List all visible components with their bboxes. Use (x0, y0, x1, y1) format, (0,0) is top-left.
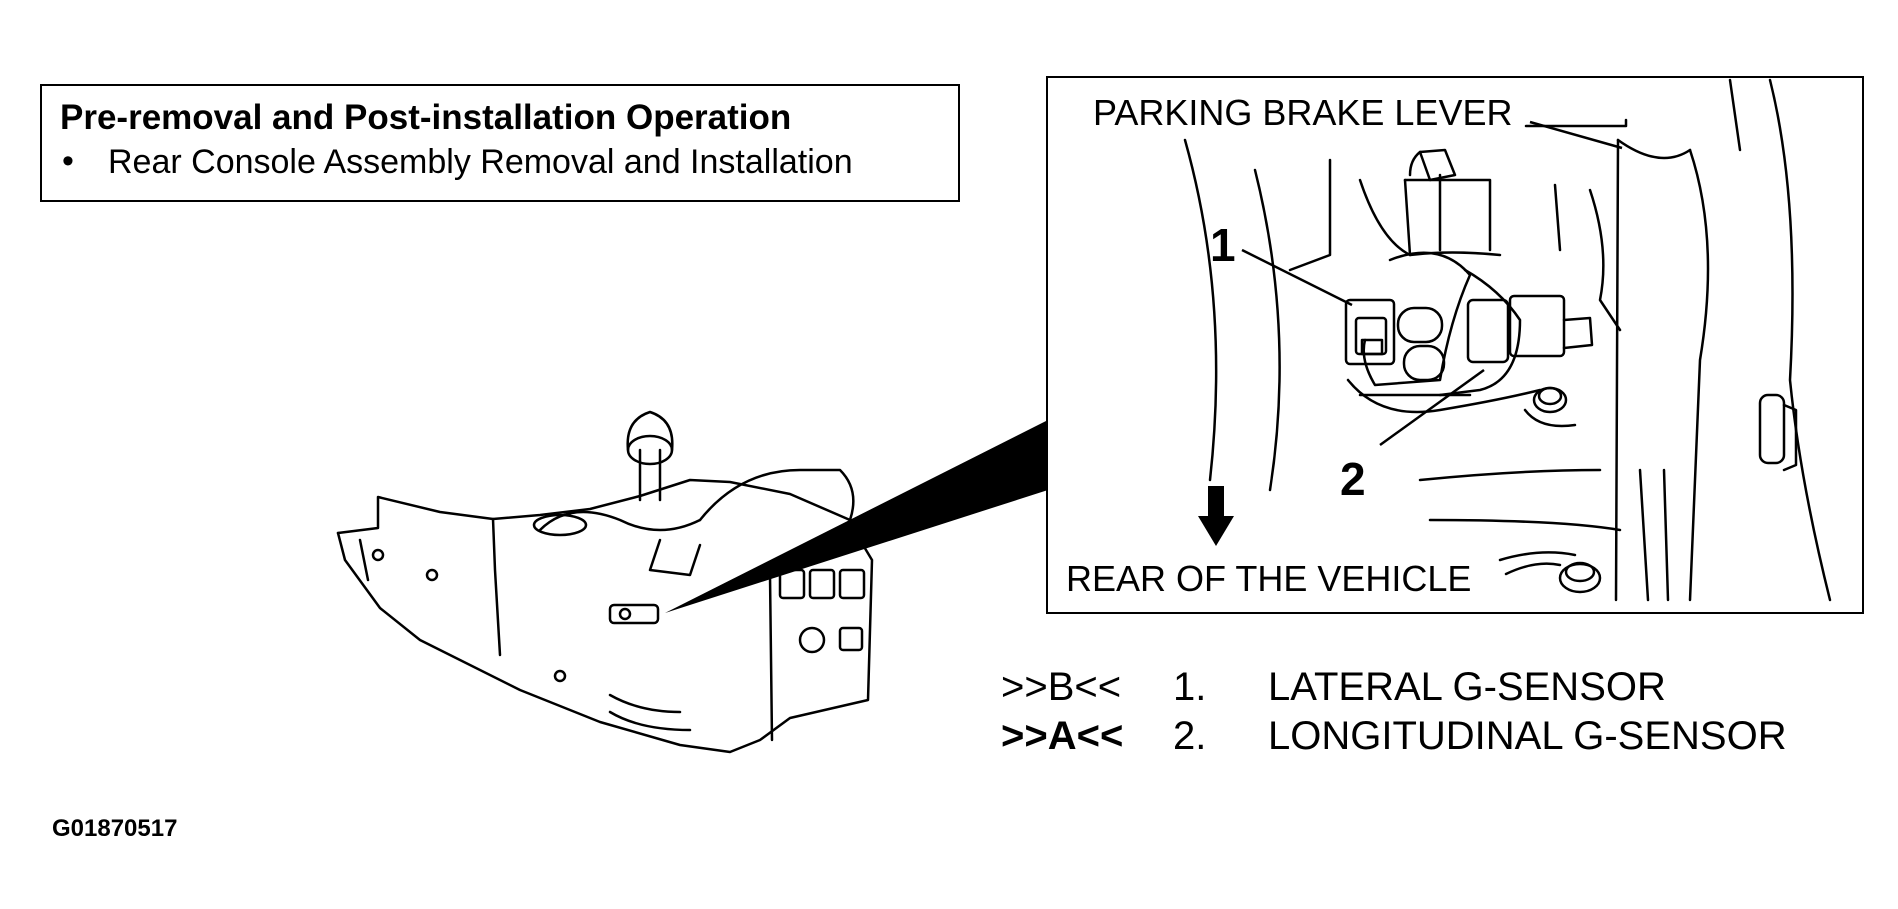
prerequisite-title: Pre-removal and Post-installation Operat… (60, 98, 792, 137)
callout-number-2: 2 (1340, 453, 1366, 505)
prerequisite-item: Rear Console Assembly Removal and Instal… (108, 143, 853, 181)
callout-leader-lines (1241, 120, 1623, 447)
sensor-detail-illustration (1183, 78, 1832, 602)
rear-of-vehicle-label: REAR OF THE VEHICLE (1066, 558, 1472, 599)
legend-longitudinal-g-sensor: LONGITUDINAL G-SENSOR (1268, 714, 1787, 758)
bullet-icon: • (62, 142, 74, 180)
legend-step-b: >>B<< (1001, 665, 1122, 709)
zoom-callout-wedge (665, 420, 1048, 613)
leader-sensor-1 (1241, 248, 1353, 307)
prerequisite-box (40, 84, 960, 202)
leader-sensor-2 (1379, 368, 1485, 447)
callout-number-1: 1 (1210, 219, 1236, 271)
legend-number-2: 2. (1173, 714, 1207, 758)
legend-number-1: 1. (1173, 665, 1207, 709)
center-console-illustration (336, 410, 874, 754)
parking-brake-lever-label: PARKING BRAKE LEVER (1093, 92, 1513, 133)
figure-code: G01870517 (52, 815, 178, 842)
legend-step-a: >>A<< (1001, 714, 1124, 758)
detail-inset-box (1046, 76, 1864, 614)
legend-lateral-g-sensor: LATERAL G-SENSOR (1268, 665, 1666, 709)
arrow-down-icon (1198, 486, 1234, 546)
leader-parking-brake (1529, 120, 1623, 150)
